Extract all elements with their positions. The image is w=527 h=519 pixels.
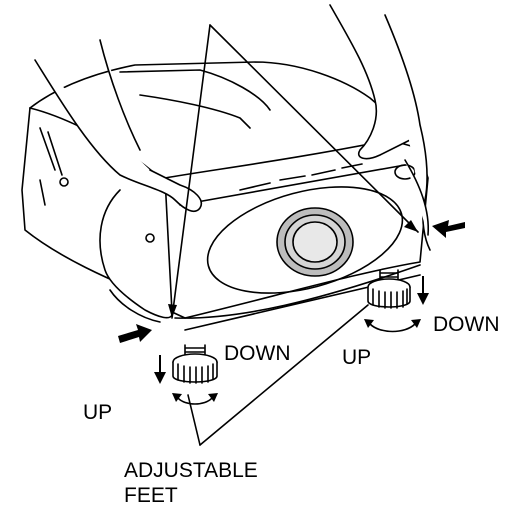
lens	[276, 207, 354, 277]
adjustable-feet-label-line1: ADJUSTABLE	[124, 459, 258, 482]
down-arrow-left	[154, 355, 166, 384]
right-adjustable-foot	[367, 269, 411, 309]
projector-body	[21, 61, 429, 331]
right-hand	[329, 4, 431, 251]
up-label-left: UP	[83, 401, 113, 424]
down-label-left: DOWN	[224, 342, 291, 365]
adjustable-feet-label-line2: FEET	[124, 484, 178, 507]
press-arrow-left	[118, 324, 152, 343]
down-arrow-right	[417, 276, 429, 305]
left-adjustable-foot	[172, 344, 218, 384]
left-rotation-arrow	[177, 397, 213, 405]
pointer-lines-buttons	[171, 24, 419, 319]
left-hand	[34, 39, 202, 323]
up-label-right: UP	[342, 346, 372, 369]
right-rotation-arrow	[369, 323, 416, 333]
press-arrow-right	[432, 220, 465, 238]
pointer-lines-feet	[187, 304, 369, 446]
down-label-right: DOWN	[433, 313, 500, 336]
